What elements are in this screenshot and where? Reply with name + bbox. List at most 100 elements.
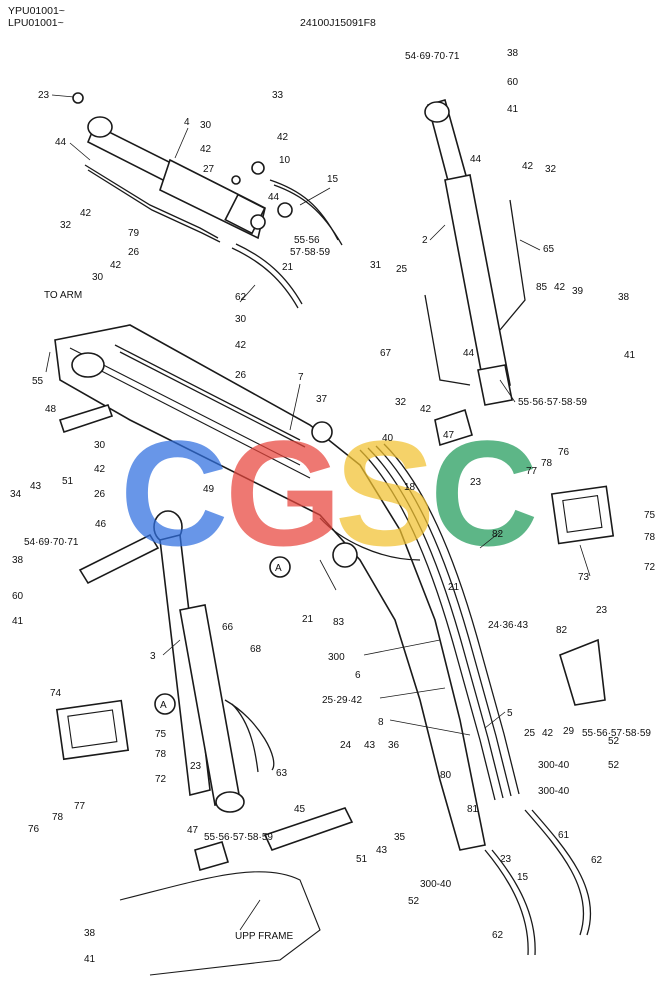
callout-5: 5	[507, 708, 513, 719]
callout-21: 21	[282, 262, 294, 273]
ref-a-upper: A	[269, 556, 291, 578]
callout-6: 6	[355, 670, 361, 681]
callout-300: 300	[328, 652, 345, 663]
hose-63	[224, 699, 275, 773]
arm-cylinder-lower	[153, 510, 245, 813]
callout-30: 30	[94, 440, 106, 451]
callout-43: 43	[30, 481, 42, 492]
callout-76: 76	[558, 447, 570, 458]
callout-15: 15	[517, 872, 529, 883]
callout-62: 62	[235, 292, 247, 303]
watermark-letter-1: C	[120, 409, 228, 577]
callout-44: 44	[268, 192, 280, 203]
callout-23: 23	[470, 477, 482, 488]
callout-21: 21	[302, 614, 314, 625]
washer-27	[231, 175, 241, 185]
callout-33: 33	[272, 90, 284, 101]
callout-60: 60	[12, 591, 24, 602]
callout-78: 78	[52, 812, 64, 823]
bracket-82	[559, 638, 606, 706]
callout-26: 26	[128, 247, 140, 258]
callout-85: 85	[536, 282, 548, 293]
callout-54-69-70-71: 54·69·70·71	[405, 51, 460, 62]
callout-54-69-70-71: 54·69·70·71	[24, 537, 79, 548]
callout-18: 18	[404, 482, 416, 493]
callout-55-56-57-58-59: 55·56·57·58·59	[518, 397, 587, 408]
callout-39: 39	[572, 286, 584, 297]
callout-72: 72	[155, 774, 167, 785]
watermark: C G S C	[120, 409, 538, 577]
callout-44: 44	[470, 154, 482, 165]
callout-52: 52	[408, 896, 420, 907]
callout-26: 26	[94, 489, 106, 500]
cover-74	[55, 699, 130, 761]
callout-23: 23	[500, 854, 512, 865]
hoses-bottom-right	[484, 809, 592, 956]
ref-a-lower: A	[154, 693, 176, 715]
callout-79: 79	[128, 228, 140, 239]
callout-45: 45	[294, 804, 306, 815]
callout-41: 41	[84, 954, 96, 965]
callout-63: 63	[276, 768, 288, 779]
washer-10	[251, 161, 265, 175]
callout-74: 74	[50, 688, 62, 699]
callout-300-40: 300-40	[420, 879, 452, 890]
callout-27: 27	[203, 164, 215, 175]
callout-36: 36	[388, 740, 400, 751]
callout-51: 51	[356, 854, 368, 865]
callout-32: 32	[60, 220, 72, 231]
callout-31: 31	[370, 260, 382, 271]
callout-42: 42	[420, 404, 432, 415]
arm-pipes	[114, 344, 306, 448]
callout-32: 32	[545, 164, 557, 175]
callout-66: 66	[222, 622, 234, 633]
callout-57-58-59: 57·58·59	[290, 247, 330, 258]
callout-55-56-57-58-59: 55·56·57·58·59	[204, 832, 273, 843]
serial-line-1: YPU01001~	[8, 5, 65, 17]
callout-78: 78	[155, 749, 167, 760]
washer-5559-upper	[277, 202, 293, 218]
callout-52: 52	[608, 760, 620, 771]
callout-77: 77	[526, 466, 538, 477]
callout-55-56-57-58-59: 55·56·57·58·59	[582, 728, 651, 739]
callout-38: 38	[507, 48, 519, 59]
callout-80: 80	[440, 770, 452, 781]
pipe-67	[424, 294, 471, 386]
callout-42: 42	[94, 464, 106, 475]
callout-42: 42	[200, 144, 212, 155]
callout-62: 62	[591, 855, 603, 866]
callout-10: 10	[279, 155, 291, 166]
callout-67: 67	[380, 348, 392, 359]
callout-44: 44	[463, 348, 475, 359]
callout-77: 77	[74, 801, 86, 812]
callout-52: 52	[608, 736, 620, 747]
pipe-65	[499, 199, 526, 331]
cylinder-pipe-79	[84, 164, 221, 243]
callout-2: 2	[422, 235, 428, 246]
cover-73	[550, 485, 615, 545]
ref-a-lower-text: A	[160, 700, 167, 711]
serial-line-2: LPU01001~	[8, 17, 64, 29]
cover-74-inner	[67, 709, 118, 749]
callout-81: 81	[467, 804, 479, 815]
callout-42: 42	[522, 161, 534, 172]
cover-73-inner	[562, 495, 603, 533]
callout-61: 61	[558, 830, 570, 841]
callout-30: 30	[200, 120, 212, 131]
callout-49: 49	[203, 484, 215, 495]
callout-47: 47	[187, 825, 199, 836]
callout-83: 83	[333, 617, 345, 628]
callout-82: 82	[492, 529, 504, 540]
callout-38: 38	[12, 555, 24, 566]
callout-78: 78	[541, 458, 553, 469]
callout-41: 41	[12, 616, 24, 627]
callout-8: 8	[378, 717, 384, 728]
callout-42: 42	[110, 260, 122, 271]
watermark-letter-4: C	[430, 409, 538, 577]
callout-43: 43	[364, 740, 376, 751]
callout-26: 26	[235, 370, 247, 381]
callout-75: 75	[155, 729, 167, 740]
watermark-letter-2: G	[225, 409, 342, 577]
boom-hoses	[319, 443, 520, 801]
watermark-letter-3: S	[335, 409, 435, 577]
